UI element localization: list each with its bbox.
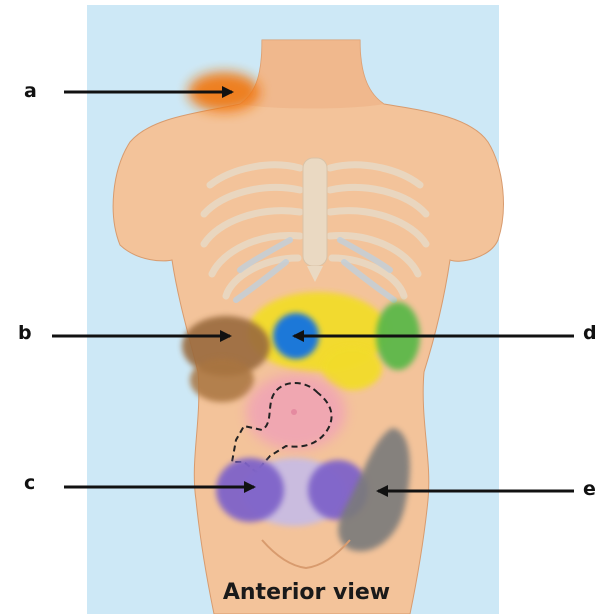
label-a: a [24, 82, 37, 101]
label-c: c [24, 474, 35, 493]
view-caption: Anterior view [0, 580, 613, 605]
label-e: e [583, 480, 596, 499]
region-b-liver-lower [190, 358, 254, 402]
region-c-left [216, 458, 284, 522]
umbilicus [291, 409, 297, 415]
label-d: d [583, 324, 597, 343]
sternum [303, 158, 327, 266]
region-d-outer-lower [322, 346, 382, 390]
label-b: b [18, 324, 32, 343]
